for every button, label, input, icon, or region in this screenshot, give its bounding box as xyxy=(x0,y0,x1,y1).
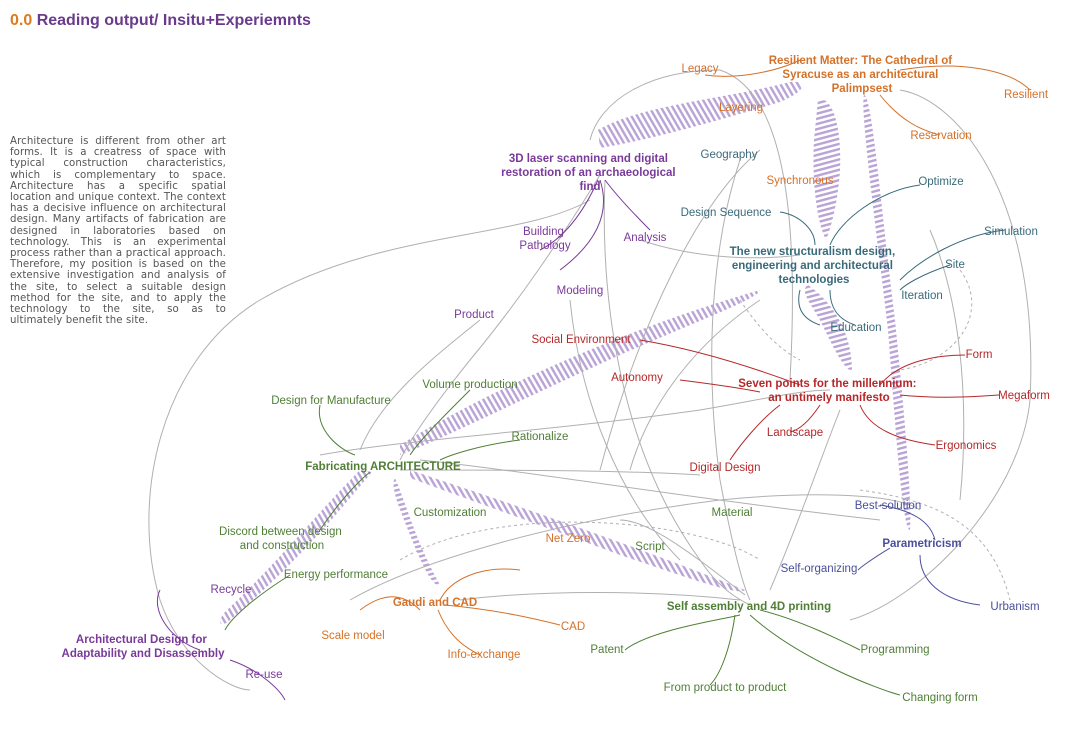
label-discord: Discord between design and construction xyxy=(219,526,345,552)
node-labels: Legacy Layering Resilient Reservation Sy… xyxy=(211,63,1050,704)
label-best-solution: Best-solution xyxy=(855,500,921,512)
label-cad: CAD xyxy=(561,621,585,633)
label-volume-production: Volume production xyxy=(422,379,517,391)
label-iteration: Iteration xyxy=(901,290,943,302)
label-resilient: Resilient xyxy=(1004,89,1049,101)
label-info-exchange: Info-exchange xyxy=(448,649,521,661)
label-modeling: Modeling xyxy=(557,285,604,297)
label-landscape: Landscape xyxy=(767,427,823,439)
hub-adaptability: Architectural Design for Adaptability an… xyxy=(62,634,226,660)
label-site: Site xyxy=(945,259,965,271)
label-building-pathology: Building Pathology xyxy=(519,226,570,252)
hub-seven-points: Seven points for the millennium: an unti… xyxy=(738,378,919,404)
label-social-environment: Social Environment xyxy=(531,334,631,346)
hub-fabricating: Fabricating ARCHITECTURE xyxy=(305,461,461,473)
hub-laser-scanning: 3D laser scanning and digital restoratio… xyxy=(501,153,679,193)
label-recycle: Recycle xyxy=(211,584,252,596)
label-education: Education xyxy=(830,322,881,334)
ribbon-fabricating-gaudi xyxy=(393,478,440,586)
label-rationalize: Rationalize xyxy=(512,431,569,443)
label-programming: Programming xyxy=(860,644,929,656)
label-scale-model: Scale model xyxy=(321,630,384,642)
hub-gaudi: Gaudi and CAD xyxy=(393,597,477,609)
ribbon-structuralism-seven xyxy=(804,285,852,371)
label-synchronous: Synchronous xyxy=(766,175,833,187)
label-layering: Layering xyxy=(719,102,763,114)
title-number: 0.0 xyxy=(10,12,33,29)
hub-self-assembly: Self assembly and 4D printing xyxy=(667,601,831,613)
hub-resilient-matter: Resilient Matter: The Cathedral of Syrac… xyxy=(769,55,956,95)
label-megaform: Megaform xyxy=(998,390,1050,402)
label-analysis: Analysis xyxy=(624,232,667,244)
page-title: 0.0 Reading output/ Insitu+Experiemnts xyxy=(10,12,311,30)
label-geography: Geography xyxy=(701,149,758,161)
intro-paragraph: Architecture is different from other art… xyxy=(10,136,226,327)
label-ergonomics: Ergonomics xyxy=(936,440,997,452)
label-form: Form xyxy=(966,349,993,361)
label-product: Product xyxy=(454,309,494,321)
label-energy-performance: Energy performance xyxy=(284,569,388,581)
label-material: Material xyxy=(712,507,753,519)
hub-structuralism: The new structuralism design, engineerin… xyxy=(730,246,899,286)
label-customization: Customization xyxy=(414,507,487,519)
label-script: Script xyxy=(635,541,665,553)
connection-lines xyxy=(148,59,1032,701)
label-self-organizing: Self-organizing xyxy=(781,563,858,575)
hub-parametricism: Parametricism xyxy=(882,538,961,550)
label-optimize: Optimize xyxy=(918,176,963,188)
label-simulation: Simulation xyxy=(984,226,1038,238)
ribbon-fabricating-structuralism xyxy=(400,290,760,455)
label-net-zero: Net Zero xyxy=(546,533,591,545)
label-from-product-to-product: From product to product xyxy=(664,682,788,694)
ribbon-palimpsest-long xyxy=(863,95,911,530)
label-design-for-manufacture: Design for Manufacture xyxy=(271,395,391,407)
label-design-sequence: Design Sequence xyxy=(681,207,772,219)
ribbon-resilient-down xyxy=(813,99,841,241)
ribbon-fabricating-selfassembly xyxy=(410,470,745,592)
label-urbanism: Urbanism xyxy=(990,601,1039,613)
hub-labels: Resilient Matter: The Cathedral of Syrac… xyxy=(62,55,962,660)
label-reservation: Reservation xyxy=(910,130,971,142)
label-digital-design: Digital Design xyxy=(690,462,761,474)
hatched-ribbons xyxy=(220,81,911,625)
label-legacy: Legacy xyxy=(681,63,718,75)
ribbon-fabricating-adaptability xyxy=(220,470,372,625)
label-changing-form: Changing form xyxy=(902,692,977,704)
label-autonomy: Autonomy xyxy=(611,372,663,384)
ribbon-laser-to-resilient xyxy=(598,81,803,148)
title-text: Reading output/ Insitu+Experiemnts xyxy=(36,12,311,29)
label-patent: Patent xyxy=(590,644,624,656)
label-reuse: Re-use xyxy=(245,669,282,681)
